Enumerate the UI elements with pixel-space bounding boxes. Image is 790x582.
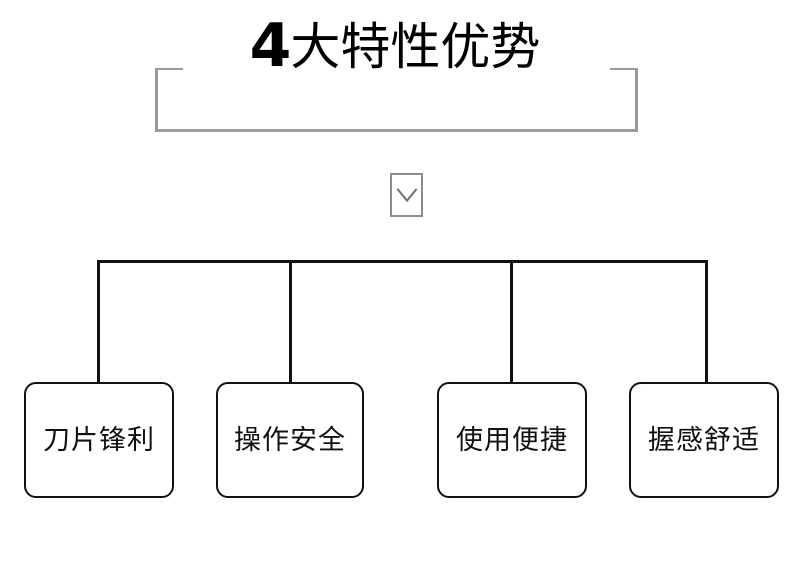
chevron-down-box bbox=[390, 173, 423, 217]
frame-left-border bbox=[155, 68, 158, 132]
frame-bottom-border bbox=[155, 129, 638, 132]
feature-comfortable-grip[interactable]: 握感舒适 bbox=[629, 382, 779, 498]
feature-label: 使用便捷 bbox=[456, 424, 568, 456]
chevron-down-icon bbox=[396, 188, 417, 203]
feature-safe-operation[interactable]: 操作安全 bbox=[216, 382, 364, 498]
feature-sharp-blade[interactable]: 刀片锋利 bbox=[24, 382, 174, 498]
title-section: 4大特性优势 bbox=[0, 0, 790, 150]
title-text: 大特性优势 bbox=[290, 18, 541, 76]
feature-label: 操作安全 bbox=[234, 424, 346, 456]
feature-label: 握感舒适 bbox=[648, 424, 760, 456]
frame-right-border bbox=[635, 68, 638, 132]
frame-top-right-stub bbox=[610, 68, 638, 70]
title-number: 4 bbox=[249, 11, 292, 81]
frame-top-left-stub bbox=[155, 68, 183, 70]
page-title: 4大特性优势 bbox=[0, 16, 790, 76]
feature-label: 刀片锋利 bbox=[43, 424, 155, 456]
feature-convenient-use[interactable]: 使用便捷 bbox=[437, 382, 587, 498]
